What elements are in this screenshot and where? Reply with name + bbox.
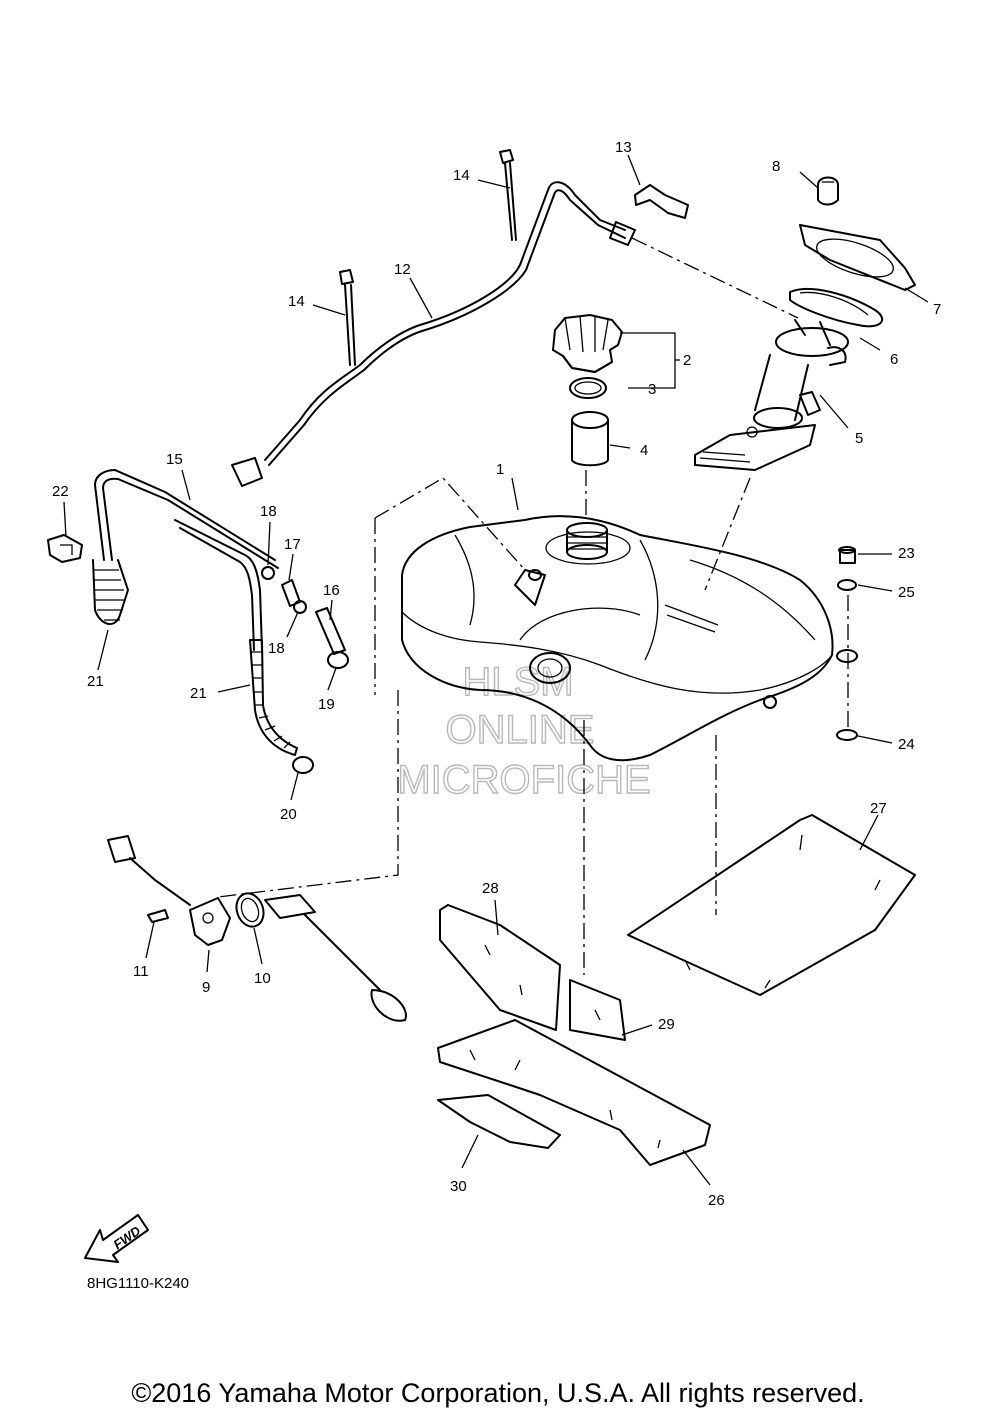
diagram-code: 8HG1110-K240 (87, 1275, 189, 1292)
pump-o-ring (789, 287, 884, 328)
filler-neck (571, 411, 609, 467)
callout-6: 6 (890, 351, 898, 368)
watermark-line-2: ONLINE (446, 708, 595, 752)
nut-23 (838, 546, 856, 564)
callout-15: 15 (166, 451, 183, 468)
breather-hose (94, 469, 279, 651)
fwd-label: FWD (110, 1223, 143, 1253)
protector-26 (437, 1019, 711, 1166)
watermark-line-3: MICROFICHE (397, 758, 650, 802)
leader-lines (63, 154, 929, 1186)
fuel-cap (552, 314, 623, 373)
callout-4: 4 (640, 442, 648, 459)
protector-29 (569, 979, 626, 1041)
protector-30 (437, 1094, 561, 1149)
callout-18b: 18 (268, 640, 285, 657)
clip-22 (47, 534, 83, 563)
callout-29: 29 (658, 1016, 675, 1033)
washer-24 (836, 729, 858, 741)
callout-13: 13 (615, 139, 632, 156)
clip-18b (293, 600, 307, 614)
callout-23: 23 (898, 545, 915, 562)
clamp-20 (292, 756, 314, 774)
callout-19: 19 (318, 696, 335, 713)
callout-12: 12 (394, 261, 411, 278)
protector-21b (249, 639, 298, 756)
callout-1: 1 (496, 461, 504, 478)
fwd-arrow-icon: FWD (84, 1214, 149, 1263)
fuel-level-sender (264, 894, 407, 1022)
callout-21b: 21 (190, 685, 207, 702)
callout-30: 30 (450, 1178, 467, 1195)
protector-21a (92, 559, 129, 625)
fuel-pump (694, 319, 849, 471)
callout-8: 8 (772, 158, 780, 175)
callout-26: 26 (708, 1192, 725, 1209)
callout-2: 2 (683, 352, 691, 369)
gasket-10 (235, 892, 265, 928)
callout-24: 24 (898, 736, 915, 753)
fuel-tank (401, 515, 858, 762)
clip-19 (327, 651, 349, 669)
callout-11: 11 (133, 963, 149, 980)
copyright-notice: ©2016 Yamaha Motor Corporation, U.S.A. A… (131, 1378, 864, 1408)
callout-10: 10 (254, 970, 271, 987)
assembly-lines (217, 237, 849, 975)
callout-18a: 18 (260, 503, 277, 520)
protector-27 (627, 814, 916, 996)
callout-5: 5 (855, 430, 863, 447)
callout-9: 9 (202, 979, 210, 996)
cable-tie-14b (339, 269, 356, 366)
cable-tie-14a (499, 149, 517, 241)
callout-21a: 21 (87, 673, 104, 690)
retainer-plate (799, 224, 916, 291)
hose-joint (315, 607, 346, 655)
callout-22: 22 (52, 483, 69, 500)
protector-28 (439, 904, 561, 1031)
nut-8 (817, 176, 839, 206)
callout-3: 3 (648, 381, 656, 398)
callout-28: 28 (482, 880, 499, 897)
callout-25: 25 (898, 584, 915, 601)
callouts: 1 2 3 4 5 6 7 8 9 10 11 12 13 14 14 15 1… (52, 139, 941, 1209)
sender-cover-9 (189, 897, 231, 946)
callout-20: 20 (280, 806, 297, 823)
callout-17: 17 (284, 536, 301, 553)
washer-25 (837, 579, 857, 591)
callout-27: 27 (870, 800, 887, 817)
callout-14b: 14 (288, 293, 305, 310)
watermark: HLSM ONLINE MICROFICHE (397, 659, 652, 802)
clip-18a (261, 566, 275, 580)
callout-7: 7 (933, 301, 941, 318)
fuel-hose (231, 181, 636, 487)
hose-clamp-13 (634, 184, 689, 219)
callout-16: 16 (323, 582, 340, 599)
sender-connector (107, 835, 191, 906)
bolt-11 (147, 909, 169, 923)
cap-gasket (569, 377, 607, 399)
callout-14a: 14 (453, 167, 470, 184)
